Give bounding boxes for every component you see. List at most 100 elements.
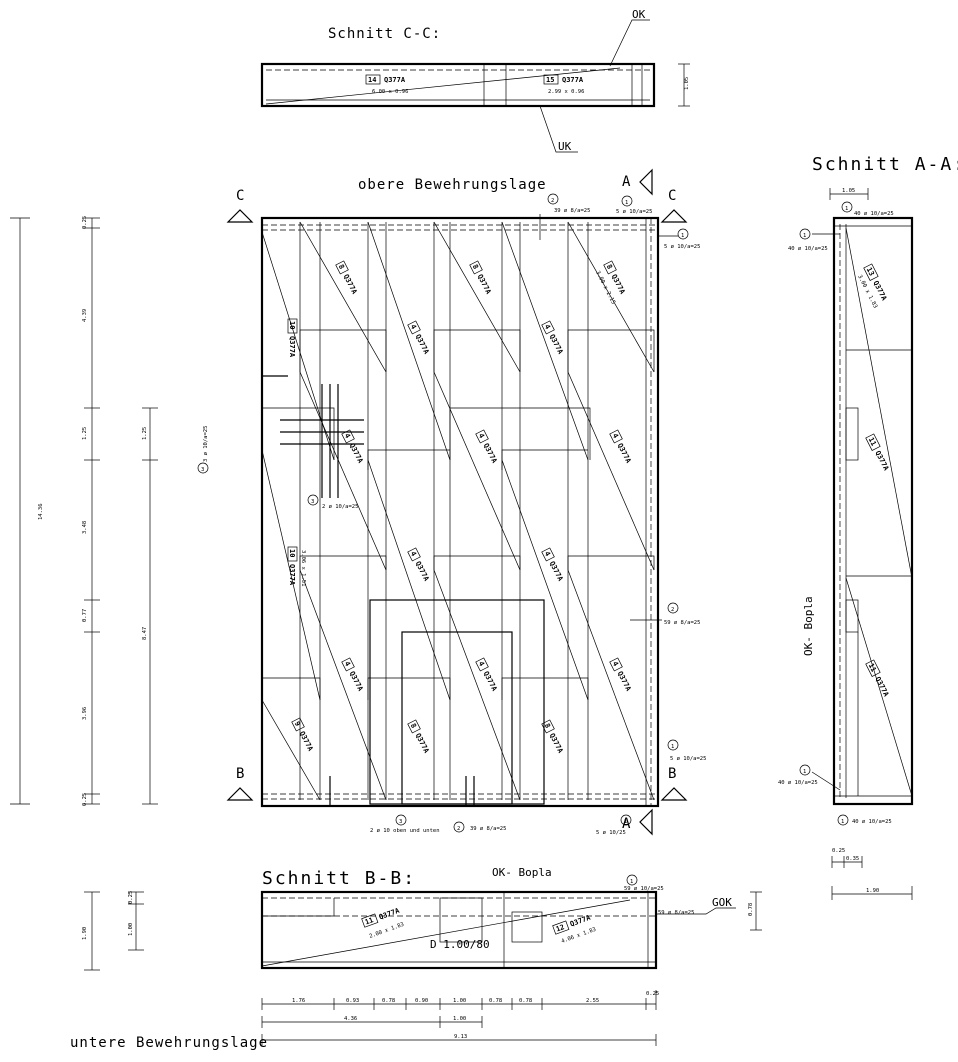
section-bb-outline (260, 890, 658, 970)
svg-text:4: 4 (611, 660, 620, 667)
marker-b-left-arrow (226, 787, 254, 801)
section-aa-diag-2 (845, 577, 913, 797)
section-bb: Schnitt B-B: OK- Bopla D 1.00/80 11 Q377… (82, 866, 762, 971)
bottom-edge-bars (329, 776, 475, 806)
svg-text:1: 1 (845, 206, 848, 212)
svg-text:13: 13 (865, 266, 876, 277)
svg-text:11: 11 (867, 436, 878, 447)
dim-bottom-8: 2.55 (586, 998, 599, 1004)
section-aa-diag-1 (845, 227, 913, 579)
dim-mid-1: 1.25 (142, 427, 148, 440)
callout-1-top-circle (621, 195, 633, 207)
svg-text:4: 4 (409, 550, 418, 557)
svg-text:10: 10 (288, 549, 296, 557)
svg-text:8: 8 (543, 722, 552, 729)
callout-aa-left: 40 ø 10/a=25 (788, 246, 828, 252)
svg-text:Q377A: Q377A (610, 273, 627, 296)
mesh-label-11b: 11 Q377A (865, 659, 891, 699)
marker-b-right: B (668, 766, 677, 782)
mesh-number-15: 15 (546, 76, 554, 84)
plan-dimensions-left: 14.36 0.25 4.39 1.25 3.48 0.77 3.96 0.25 (10, 216, 158, 806)
svg-text:3: 3 (201, 467, 204, 473)
dim-left-6: 3.96 (82, 707, 88, 720)
callout-aa-bottom-circle (837, 814, 849, 826)
callout-1-right-circle (677, 228, 689, 240)
dim-left-4: 3.48 (82, 521, 88, 534)
callout-3-side-circle (197, 462, 209, 474)
callout-1-right: 5 ø 10/a=25 (664, 244, 700, 250)
ok-leader (609, 19, 650, 67)
svg-text:1: 1 (624, 819, 627, 825)
svg-text:Q377A: Q377A (482, 670, 499, 693)
mesh-label-4f: 4 Q377A (407, 547, 431, 583)
svg-text:Q377A: Q377A (548, 560, 565, 583)
svg-text:4: 4 (611, 432, 620, 439)
marker-c-right: C (668, 188, 677, 204)
svg-text:1: 1 (630, 879, 633, 885)
mesh-label-4h: 4 Q377A (341, 657, 365, 693)
svg-text:Q377A: Q377A (873, 450, 890, 473)
svg-text:2: 2 (671, 607, 674, 613)
dim-cc-height: 1.05 (684, 77, 690, 90)
callout-aa-bl: 40 ø 10/a=25 (778, 780, 818, 786)
dim-left-7: 0.25 (82, 793, 88, 806)
dim-left-5: 0.77 (82, 609, 88, 622)
marker-a-bottom: A (622, 816, 631, 832)
callout-3-left-circle (307, 494, 319, 506)
dim-bottom-2: 0.93 (346, 998, 359, 1004)
svg-text:Q377A: Q377A (348, 442, 365, 465)
svg-text:Q377A: Q377A (548, 333, 565, 356)
marker-a-bottom-arrow (639, 808, 653, 836)
dim-left-3: 1.25 (82, 427, 88, 440)
callout-aa-bottom: 40 ø 10/a=25 (852, 819, 892, 825)
svg-text:4: 4 (543, 323, 552, 330)
callout-bb-top-circle (626, 874, 638, 886)
dim-aa-b2: 0.35 (846, 856, 859, 862)
svg-text:8: 8 (337, 263, 346, 270)
mesh-label-8d: 8 Q377A (407, 719, 431, 755)
pit-inner-outline (401, 631, 513, 805)
svg-text:11: 11 (364, 916, 375, 926)
svg-text:4: 4 (343, 432, 352, 439)
callout-2-top: 39 ø 8/a=25 (554, 208, 590, 214)
gok-leader (656, 907, 736, 915)
dim-aa-top: 1.05 (842, 188, 855, 194)
local-rebar-cross (262, 375, 364, 498)
svg-text:Q377A: Q377A (288, 336, 296, 358)
svg-text:4: 4 (477, 432, 486, 439)
svg-text:Q377A: Q377A (342, 273, 359, 296)
section-aa-title: Schnitt A-A: (812, 154, 958, 175)
dim-total: 14.36 (38, 503, 44, 520)
label-ok-bopla-aa: OK- Bopla (802, 596, 815, 656)
bottom-layer-label: untere Bewehrungslage (70, 1035, 268, 1051)
callout-aa-top-circle (841, 201, 853, 213)
svg-text:11: 11 (867, 662, 878, 673)
mesh-label-9: 9 Q377A (291, 717, 315, 753)
svg-text:4: 4 (409, 323, 418, 330)
svg-text:Q377A: Q377A (482, 442, 499, 465)
callout-bb-top: 59 ø 10/a=25 (624, 886, 664, 892)
mesh-label-4d: 4 Q377A (475, 429, 499, 465)
callout-2-top-circle (547, 193, 559, 205)
mesh-tag-14: Q377A (384, 76, 406, 84)
dim-bottom-3: 0.78 (382, 998, 395, 1004)
svg-text:4: 4 (543, 550, 552, 557)
mesh-dims-15: 2.99 x 0.96 (548, 89, 584, 95)
dim-bb-left-3: 1.00 (128, 923, 134, 936)
svg-text:Q377A: Q377A (476, 273, 493, 296)
svg-text:12: 12 (555, 923, 566, 933)
pit-section-outer (439, 897, 483, 943)
section-aa: Schnitt A-A: 13 Q377A 3.00 x 1.83 11 Q37… (778, 154, 958, 900)
dim-bottom-7: 0.78 (519, 998, 532, 1004)
dim-left-1: 0.25 (82, 216, 88, 229)
mesh-label-4a: 4 Q377A (407, 320, 431, 356)
callout-1-br: 5 ø 10/a=25 (670, 756, 706, 762)
svg-text:8: 8 (409, 722, 418, 729)
callout-2-right-circle (667, 602, 679, 614)
mesh-label-4e: 4 Q377A (609, 429, 633, 465)
mesh-dims-12: 4.06 x 1.83 (561, 927, 597, 945)
label-gok: GOK (712, 896, 732, 909)
dim-bottom-row2-2: 1.00 (453, 1016, 466, 1022)
svg-text:Q377A: Q377A (414, 333, 431, 356)
